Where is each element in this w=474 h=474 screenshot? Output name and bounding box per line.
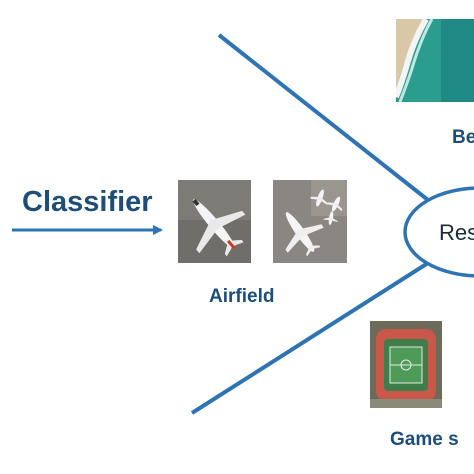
result-ellipse — [403, 186, 474, 278]
game-stadium-label: Game s — [390, 429, 459, 450]
airplane-thumbnail-2 — [273, 180, 347, 263]
lower-branch-line — [190, 261, 430, 415]
airplanes-icon — [273, 180, 347, 263]
beach-thumbnail — [396, 19, 474, 102]
beach-icon — [396, 19, 474, 102]
airplane-thumbnail-1 — [178, 180, 251, 263]
stadium-thumbnail — [370, 321, 442, 408]
airplane-icon — [178, 180, 251, 263]
result-label: Res — [439, 220, 474, 245]
stadium-icon — [370, 321, 442, 408]
beach-label: Be — [452, 127, 474, 148]
upper-branch-line — [217, 33, 430, 202]
classifier-label: Classifier — [22, 186, 153, 218]
airfield-label: Airfield — [209, 286, 275, 307]
